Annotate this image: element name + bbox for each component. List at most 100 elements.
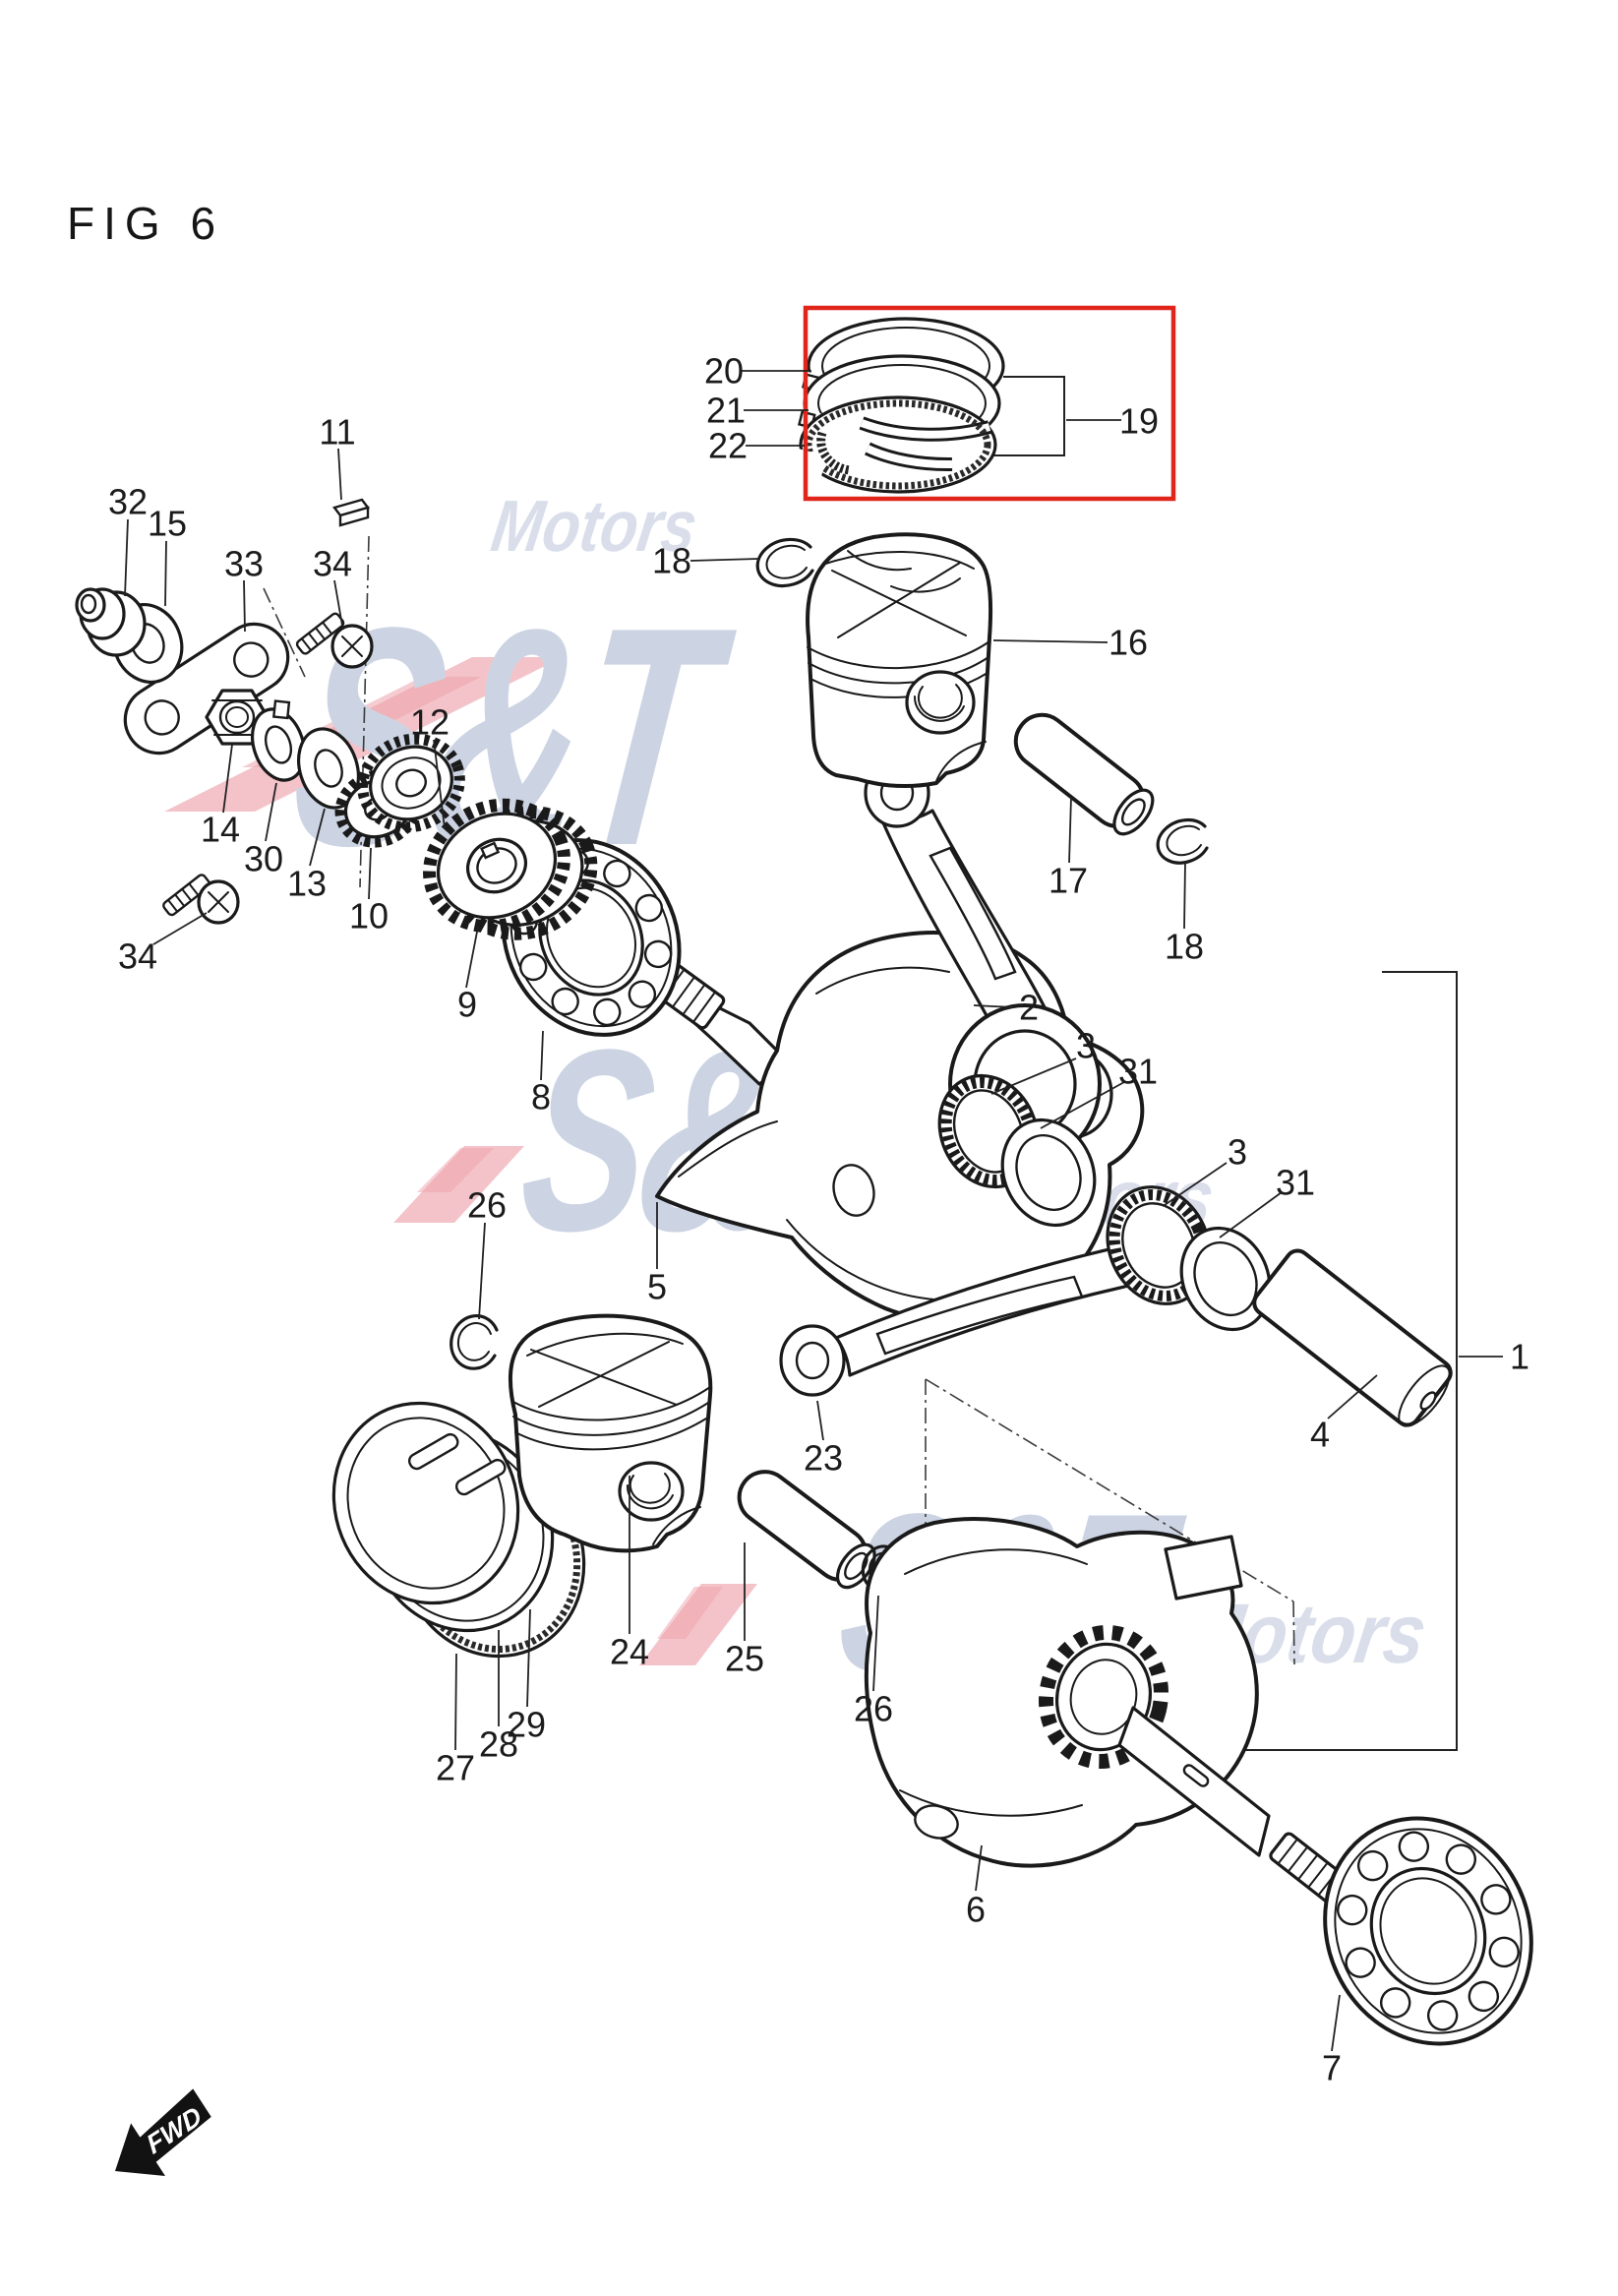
washer-31a-drawing [1000,1118,1097,1228]
piston-pin-25-drawing [737,1470,876,1590]
bearing-7-drawing [1323,1816,1533,2046]
leader-line-30 [265,782,277,842]
screw-34-bottom-drawing [162,874,240,925]
figure-title: FIG 6 [67,198,224,249]
part-label-14: 14 [201,810,240,850]
leader-line-4 [1327,1374,1378,1420]
circlip-26a-drawing [449,1313,499,1370]
circlip-18b-drawing [1156,817,1209,865]
part-label-34: 34 [118,937,157,977]
part-label-7: 7 [1322,2048,1342,2088]
leader-line-29 [526,1608,531,1708]
mount-plate-33-drawing [123,622,290,755]
crankpin-4-drawing [1252,1248,1453,1427]
part-label-5: 5 [647,1267,667,1307]
part-label-25: 25 [725,1639,764,1679]
piston-ring-set-drawing [782,317,1005,494]
leader-line-14 [222,744,233,814]
part-label-33: 33 [224,544,264,584]
watermark-swoosh [639,1584,757,1665]
leader-line-31 [1040,1081,1125,1129]
group-bracket-19 [991,376,1065,456]
leader-line-12 [433,739,446,829]
piston-pin-17-drawing [1013,712,1155,836]
part-label-26: 26 [854,1689,893,1729]
piston-16-drawing [806,532,993,788]
part-label-20: 20 [704,351,744,392]
part-label-34: 34 [313,544,352,584]
leader-line-2 [973,1004,1014,1008]
watermark-word-text: Motors [487,485,702,567]
leader-line-10 [368,847,372,900]
part-label-31: 31 [1118,1052,1158,1092]
leader-line-16 [992,639,1109,643]
fwd-arrow: FWD [115,2088,211,2177]
part-label-9: 9 [457,985,477,1025]
part-label-15: 15 [148,504,187,544]
screw-34-top-drawing [295,612,374,669]
bushing-32-drawing [75,587,147,657]
part-label-27: 27 [436,1748,475,1788]
part-label-8: 8 [531,1077,551,1118]
part-label-24: 24 [610,1632,649,1672]
leader-line-34 [152,912,208,945]
part-label-30: 30 [244,839,283,879]
washer-31b-drawing [1179,1226,1272,1332]
watermark-swoosh-accent [657,1587,723,1639]
part-label-17: 17 [1049,861,1088,901]
part-label-12: 12 [410,702,449,743]
part-labels-layer: 1233133145678910111213141516171818192021… [108,351,1529,2088]
part-label-18: 18 [652,541,691,581]
part-label-22: 22 [708,426,748,466]
part-label-19: 19 [1119,401,1159,442]
part-label-32: 32 [108,482,148,522]
part-label-23: 23 [804,1438,843,1479]
leader-line-26 [872,1595,879,1692]
leader-line-11 [337,448,342,501]
leader-line-33 [243,579,246,633]
part-label-21: 21 [706,391,746,431]
part-label-4: 4 [1310,1415,1330,1455]
gear-12-drawing [357,733,465,833]
highlight-box [803,305,1176,502]
leader-line-7 [1331,1994,1341,2052]
leader-line-18 [1183,861,1186,930]
leader-line-3 [1164,1162,1228,1206]
part-label-1: 1 [1510,1337,1529,1377]
part-label-16: 16 [1109,623,1148,663]
piston-24-drawing [508,1313,713,1553]
leader-line-8 [540,1030,544,1081]
part-label-3: 3 [1228,1132,1247,1173]
leader-line-6 [975,1844,983,1892]
part-label-26: 26 [467,1185,507,1226]
leader-line-3 [990,1057,1077,1095]
part-label-29: 29 [507,1705,546,1745]
leader-line-23 [816,1400,824,1441]
leader-line-34 [333,579,343,627]
part-label-6: 6 [966,1890,986,1930]
fwd-arrow-shape [115,2088,211,2177]
leader-line-26 [478,1222,486,1320]
part-label-18: 18 [1165,927,1204,967]
leader-line-31 [1219,1191,1283,1239]
leader-line-9 [465,926,479,989]
crank-right-drawing [864,1517,1359,1912]
watermark-swoosh-accent [417,1148,494,1192]
part-label-3: 3 [1076,1026,1096,1066]
part-label-28: 28 [479,1724,518,1765]
leader-line-32 [124,518,129,597]
part-label-13: 13 [287,864,327,904]
lock-washer-30-drawing [251,699,306,782]
group-bracket-1 [1241,971,1458,1751]
watermark-swoosh [393,1146,524,1223]
leader-line-17 [1068,796,1072,864]
leader-line-13 [309,808,326,867]
circlip-18a-drawing [755,537,814,588]
leader-line-27 [454,1653,457,1751]
leader-line-18 [689,558,760,562]
connecting-rod-23-drawing [779,1245,1135,1397]
part-label-10: 10 [349,896,389,937]
part-label-2: 2 [1019,988,1039,1028]
